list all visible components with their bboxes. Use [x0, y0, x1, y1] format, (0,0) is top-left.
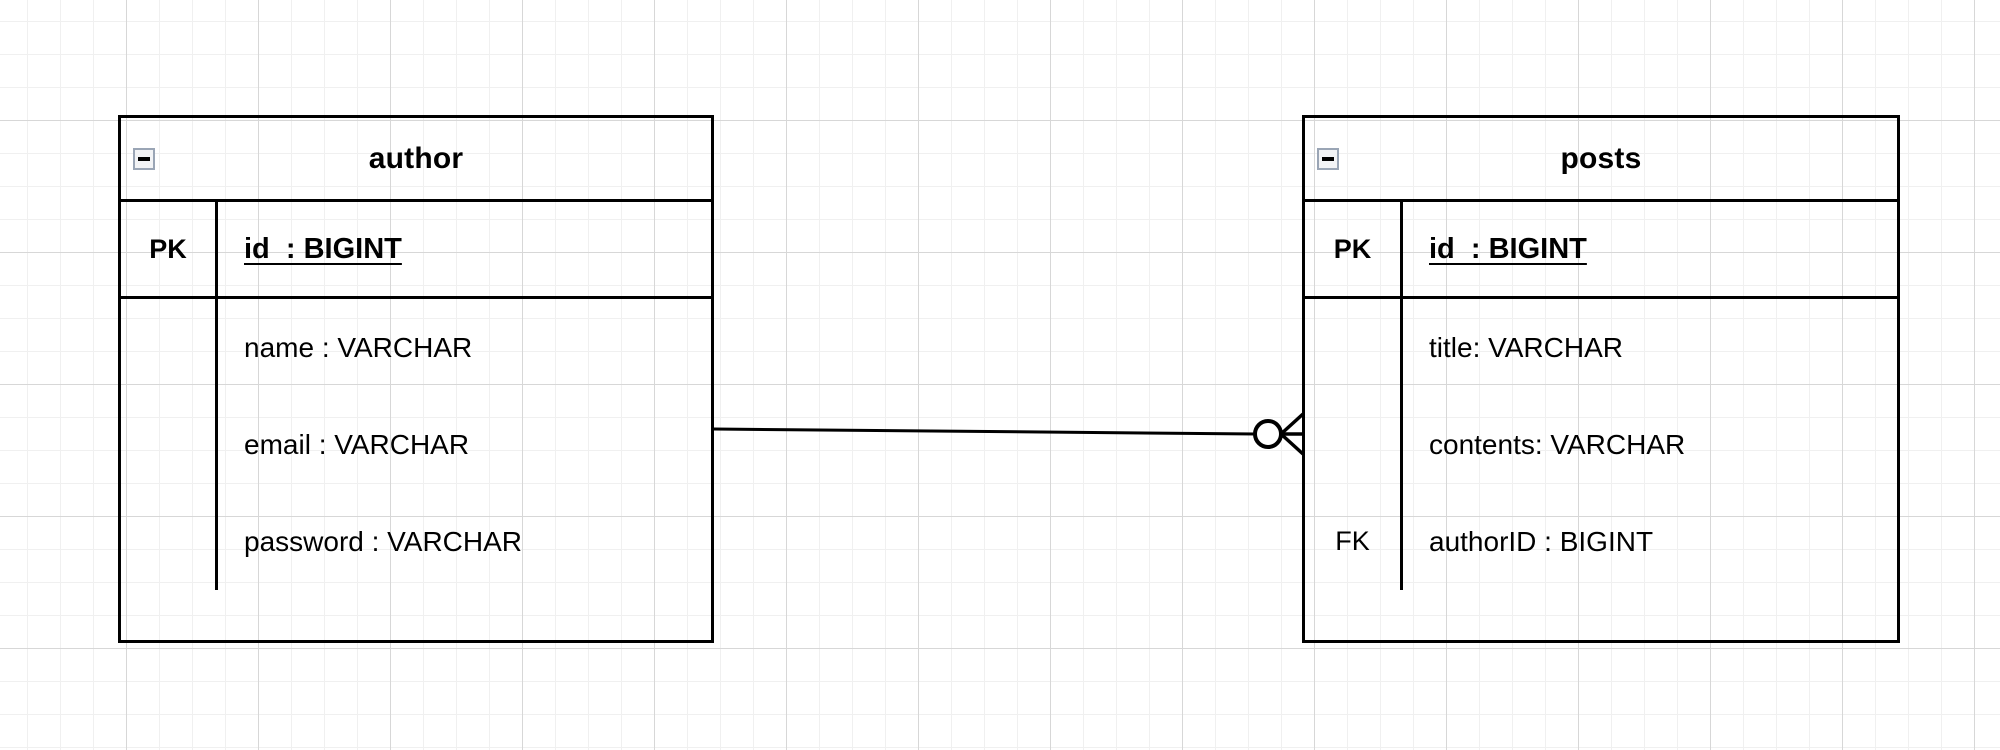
entity-posts[interactable]: posts PK id : BIGINT title: VARCHAR cont… [1302, 115, 1900, 643]
cardinality-zero-circle-icon [1253, 419, 1283, 449]
attribute-row-posts-contents[interactable]: contents: VARCHAR [1305, 396, 1897, 493]
entity-author[interactable]: author PK id : BIGINT name : VARCHAR ema… [118, 115, 714, 643]
attribute-name-posts-id: id : BIGINT [1429, 232, 1587, 265]
attribute-name-posts-authorid: authorID : BIGINT [1429, 525, 1654, 557]
key-label-empty [121, 396, 218, 493]
minus-icon[interactable] [1317, 147, 1339, 170]
attribute-row-author-name[interactable]: name : VARCHAR [121, 299, 711, 396]
entity-author-title: author [368, 141, 464, 175]
entity-posts-title: posts [1560, 141, 1642, 175]
attribute-row-posts-authorid[interactable]: FK authorID : BIGINT [1305, 493, 1897, 590]
attribute-name-author-password: password : VARCHAR [244, 525, 523, 557]
attribute-name-posts-title: title: VARCHAR [1429, 331, 1623, 363]
key-label-empty [121, 493, 218, 590]
attribute-row-author-password[interactable]: password : VARCHAR [121, 493, 711, 590]
attribute-row-posts-title[interactable]: title: VARCHAR [1305, 299, 1897, 396]
attribute-name-author-id: id : BIGINT [244, 232, 402, 265]
key-label-pk: PK [1305, 202, 1403, 296]
attribute-row-author-email[interactable]: email : VARCHAR [121, 396, 711, 493]
relationship-line[interactable] [713, 427, 1257, 436]
entity-author-header[interactable]: author [121, 118, 711, 202]
minus-icon[interactable] [133, 147, 155, 170]
key-label-empty [1305, 396, 1403, 493]
key-label-pk: PK [121, 202, 218, 296]
key-label-empty [121, 299, 218, 396]
attribute-name-posts-contents: contents: VARCHAR [1429, 428, 1686, 460]
key-label-empty [1305, 299, 1403, 396]
attribute-row-author-id[interactable]: PK id : BIGINT [121, 202, 711, 299]
key-label-fk: FK [1305, 493, 1403, 590]
attribute-name-author-email: email : VARCHAR [244, 428, 470, 460]
cardinality-many-crowsfoot-icon [1279, 412, 1305, 456]
attribute-row-posts-id[interactable]: PK id : BIGINT [1305, 202, 1897, 299]
entity-posts-header[interactable]: posts [1305, 118, 1897, 202]
attribute-name-author-name: name : VARCHAR [244, 331, 473, 363]
